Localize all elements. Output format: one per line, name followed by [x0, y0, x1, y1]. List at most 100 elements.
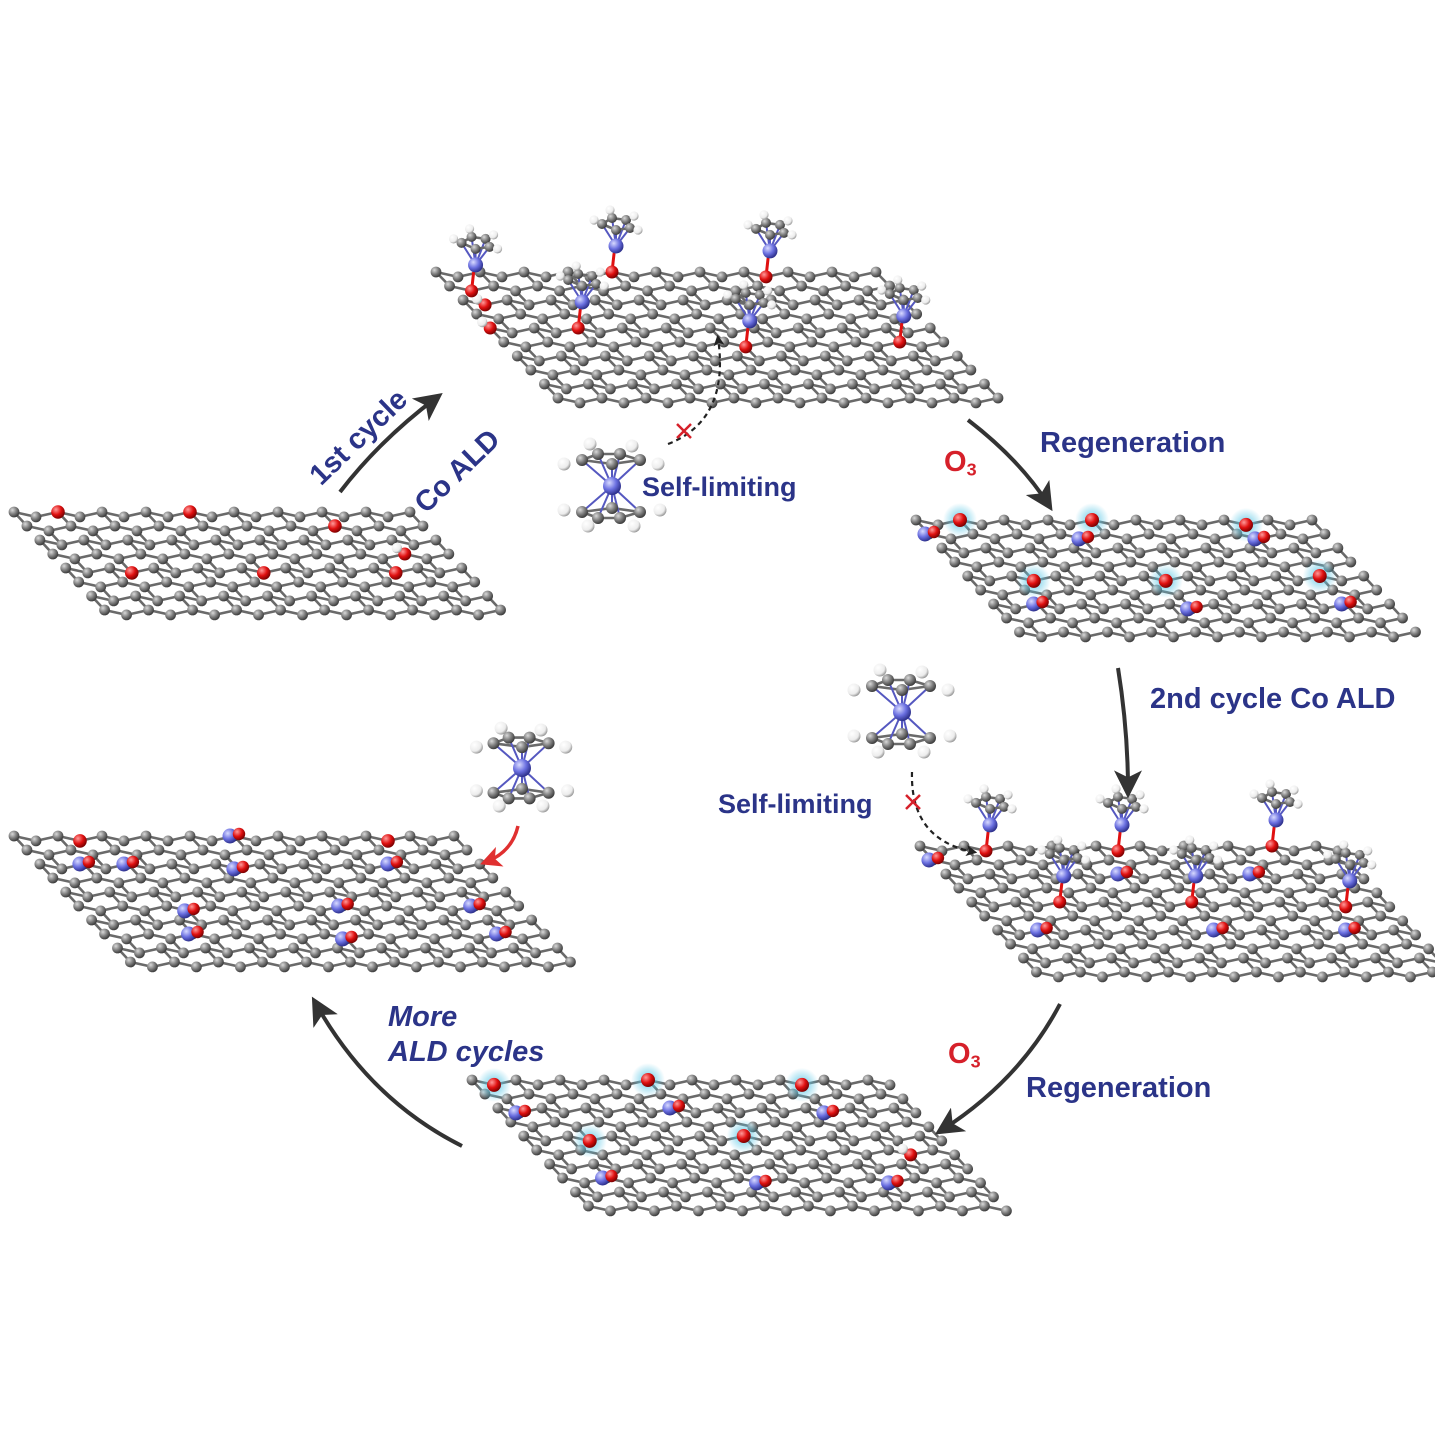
- carbon-atom: [241, 844, 253, 856]
- carbon-atom: [1339, 966, 1350, 978]
- carbon-atom: [1344, 859, 1355, 870]
- carbon-atom: [482, 914, 494, 926]
- hydrogen-atom: [1037, 845, 1047, 855]
- carbon-atom: [583, 1200, 594, 1212]
- carbon-atom: [52, 830, 64, 842]
- hydrogen-atom: [625, 439, 639, 453]
- carbon-atom: [1375, 617, 1386, 629]
- carbon-atom: [109, 520, 121, 532]
- more-ald-cycles-label-line2: ALD cycles: [388, 1036, 545, 1068]
- carbon-atom: [562, 266, 574, 278]
- carbon-atom: [152, 595, 164, 607]
- carbon-atom: [606, 458, 618, 470]
- carbon-atom: [945, 533, 957, 545]
- cobalt-atom: [1268, 812, 1284, 828]
- carbon-atom: [461, 844, 473, 856]
- carbon-atom: [896, 684, 908, 696]
- carbon-atom: [148, 562, 160, 574]
- carbon-atom: [73, 900, 85, 912]
- carbon-atom: [1305, 589, 1317, 601]
- arrow-second-cycle: [1113, 667, 1142, 799]
- carbon-atom: [87, 525, 99, 537]
- oxygen-atom: [1239, 517, 1253, 532]
- carbon-atom: [645, 1172, 656, 1184]
- carbon-atom: [867, 308, 879, 320]
- carbon-atom: [1230, 896, 1242, 908]
- carbon-atom: [1288, 845, 1300, 857]
- carbon-atom: [768, 1191, 779, 1203]
- carbon-atom: [1336, 575, 1348, 587]
- carbon-atom: [625, 313, 637, 325]
- carbon-atom: [430, 858, 442, 870]
- carbon-atom: [754, 289, 765, 300]
- carbon-atom: [1081, 556, 1093, 568]
- carbon-atom: [1392, 957, 1403, 969]
- carbon-atom: [1208, 901, 1220, 913]
- carbon-atom: [73, 576, 85, 588]
- carbon-atom: [1366, 929, 1378, 941]
- carbon-atom: [677, 294, 689, 306]
- carbon-atom: [213, 956, 224, 968]
- carbon-atom: [231, 604, 242, 616]
- carbon-atom: [616, 322, 628, 334]
- carbon-atom: [140, 830, 152, 842]
- hydrogen-atom: [1213, 855, 1223, 865]
- carbon-atom: [456, 886, 468, 898]
- more-ald-cycles-label-line1: More: [388, 1001, 458, 1033]
- carbon-atom: [471, 308, 483, 320]
- carbon-atom: [1033, 533, 1045, 545]
- oxygen-atom: [499, 925, 512, 939]
- carbon-atom: [786, 1163, 798, 1175]
- hydrogen-atom: [583, 437, 597, 451]
- carbon-atom: [298, 858, 310, 870]
- carbon-atom: [970, 397, 982, 409]
- carbon-atom: [831, 1088, 843, 1100]
- carbon-atom: [593, 1116, 605, 1128]
- carbon-atom: [672, 271, 684, 283]
- hydrogen-atom: [1367, 860, 1377, 870]
- carbon-atom: [394, 914, 406, 926]
- carbon-atom: [152, 919, 164, 931]
- carbon-atom: [545, 294, 557, 306]
- carbon-atom: [913, 383, 924, 395]
- carbon-atom: [250, 835, 262, 847]
- hydrogen-atom: [1135, 790, 1145, 800]
- carbon-atom: [664, 1079, 676, 1091]
- carbon-atom: [1064, 519, 1076, 531]
- carbon-atom: [1234, 626, 1245, 638]
- carbon-atom: [1266, 547, 1278, 559]
- carbon-atom: [1164, 598, 1176, 610]
- carbon-atom: [723, 369, 735, 381]
- carbon-atom: [8, 506, 20, 518]
- carbon-atom: [1348, 957, 1359, 969]
- carbon-atom: [995, 793, 1005, 804]
- carbon-atom: [285, 520, 297, 532]
- carbon-atom: [1075, 966, 1086, 978]
- carbon-atom: [715, 378, 726, 390]
- carbon-atom: [774, 1074, 786, 1086]
- carbon-atom: [606, 502, 618, 514]
- carbon-atom: [784, 341, 796, 353]
- carbon-atom: [131, 525, 143, 537]
- carbon-atom: [790, 1186, 801, 1198]
- carbon-atom: [1185, 971, 1196, 983]
- oxygen-atom: [1081, 530, 1095, 544]
- hydrogen-atom: [743, 220, 753, 230]
- carbon-atom: [992, 392, 1004, 404]
- carbon-atom: [1371, 584, 1383, 596]
- carbon-atom: [671, 378, 682, 390]
- carbon-atom: [913, 1205, 924, 1217]
- carbon-atom: [1107, 887, 1119, 899]
- carbon-atom: [552, 942, 563, 954]
- carbon-atom: [95, 905, 107, 917]
- oxygen-atom: [893, 335, 907, 349]
- carbon-atom: [676, 1158, 688, 1170]
- hydrogen-atom: [1363, 846, 1373, 856]
- carbon-atom: [1138, 570, 1150, 582]
- carbon-atom: [523, 792, 536, 805]
- carbon-atom: [1226, 873, 1238, 885]
- carbon-atom: [1090, 840, 1102, 852]
- carbon-atom: [253, 609, 264, 621]
- carbon-atom: [443, 548, 455, 560]
- cobaltocene-molecule-middle: [847, 663, 957, 759]
